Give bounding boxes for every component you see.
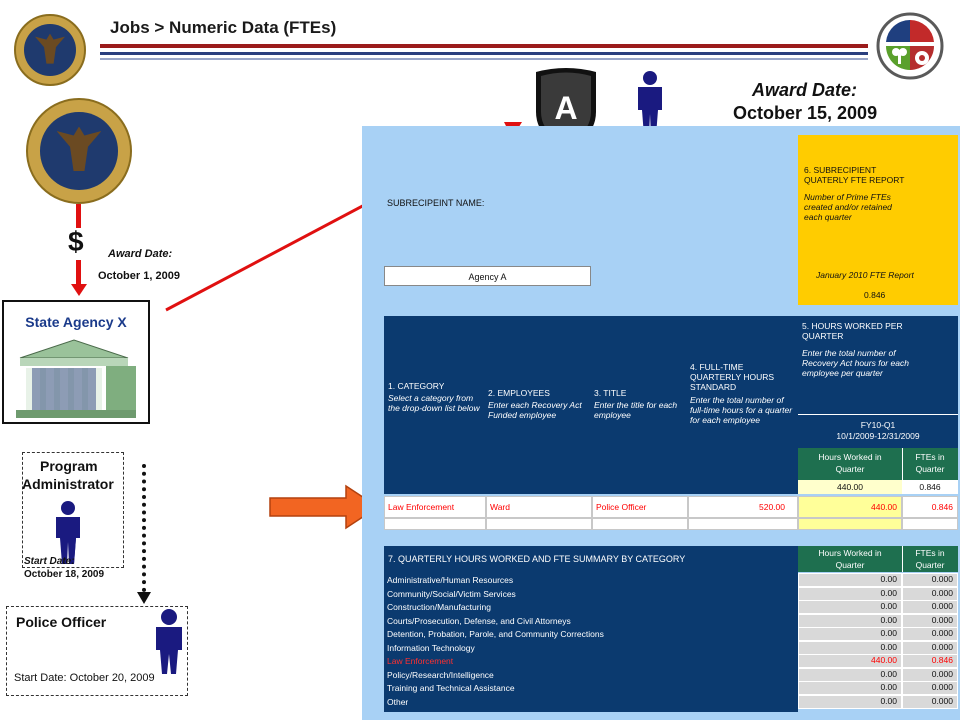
summary-row-category: Information Technology [387,643,475,653]
summary-row-ftes: 0.000 [902,614,958,628]
summary-row-ftes: 0.000 [902,668,958,682]
summary-row-hours: 0.00 [798,573,902,587]
subrecipient-name-label: SUBRECIPEINT NAME: [387,198,484,208]
summary-row-category: Other [387,697,408,707]
summary-row-hours: 0.00 [798,627,902,641]
summary-hours-header-1: Hours Worked in [798,548,902,558]
employee-ftes-cell: 0.846 [902,496,958,518]
summary-row-ftes: 0.000 [902,695,958,709]
title-header-desc: Enter the title for each employee [594,400,682,420]
summary-row-category: Construction/Manufacturing [387,602,491,612]
total-ftes-value: 0.846 [902,482,958,492]
summary-ftes-header-2: Quarter [902,560,958,570]
summary-ftes-header-1: FTEs in [902,548,958,558]
summary-row-hours: 0.00 [798,614,902,628]
summary-row-ftes: 0.000 [902,573,958,587]
summary-row-ftes: 0.000 [902,627,958,641]
summary-title: 7. QUARTERLY HOURS WORKED AND FTE SUMMAR… [388,554,685,564]
summary-row-ftes: 0.000 [902,600,958,614]
employee-title-cell[interactable]: Police Officer [592,496,688,518]
fte-report-title: 6. SUBRECIPIENT QUATERLY FTE REPORT [804,165,908,185]
fte-report-value: 0.846 [864,290,885,300]
ftes-header-2: Quarter [902,464,958,474]
empty-row-fulltime[interactable] [688,518,798,530]
empty-row-employee[interactable] [486,518,592,530]
summary-row-hours: 0.00 [798,681,902,695]
fulltime-header-title: 4. FULL-TIME QUARTERLY HOURS STANDARD [690,362,796,392]
category-header-desc: Select a category from the drop-down lis… [388,393,482,413]
hours-worked-header-2: Quarter [798,464,902,474]
summary-row-ftes: 0.000 [902,641,958,655]
summary-row-category-highlight: Law Enforcement [387,656,453,666]
summary-row-hours: 440.00 [798,654,902,668]
category-header-title: 1. CATEGORY [388,381,444,391]
summary-row-ftes: 0.000 [902,681,958,695]
empty-row-category[interactable] [384,518,486,530]
fte-report-desc: Number of Prime FTEs created and/or reta… [804,192,904,222]
employee-fulltime-cell[interactable]: 520.00 [688,496,798,518]
total-hours-value: 440.00 [798,482,902,492]
empty-row-hours[interactable] [798,518,902,530]
employee-name-cell[interactable]: Ward [486,496,592,518]
summary-row-hours: 0.00 [798,641,902,655]
summary-row-category: Training and Technical Assistance [387,683,515,693]
summary-row-hours: 0.00 [798,587,902,601]
empty-row-title[interactable] [592,518,688,530]
hours-worked-header-1: Hours Worked in [798,452,902,462]
summary-row-hours: 0.00 [798,600,902,614]
employee-category-cell[interactable]: Law Enforcement [384,496,486,518]
employee-hours-cell[interactable]: 440.00 [798,496,902,518]
summary-row-category: Detention, Probation, Parole, and Commun… [387,629,604,639]
summary-row-hours: 0.00 [798,668,902,682]
summary-row-ftes: 0.846 [902,654,958,668]
summary-row-category: Policy/Research/Intelligence [387,670,494,680]
employees-header-desc: Enter each Recovery Act Funded employee [488,400,588,420]
period-line-2: 10/1/2009-12/31/2009 [798,431,958,441]
summary-row-category: Administrative/Human Resources [387,575,513,585]
summary-row-hours: 0.00 [798,695,902,709]
employees-header-title: 2. EMPLOYEES [488,388,550,398]
summary-row-category: Courts/Prosecution, Defense, and Civil A… [387,616,571,626]
fte-report-label: January 2010 FTE Report [816,270,914,280]
summary-row-ftes: 0.000 [902,587,958,601]
subrecipient-name-field[interactable]: Agency A [384,266,591,286]
hours-header-desc: Enter the total number of Recovery Act h… [802,348,910,378]
fulltime-header-desc: Enter the total number of full-time hour… [690,395,794,425]
title-header-title: 3. TITLE [594,388,626,398]
summary-hours-header-2: Quarter [798,560,902,570]
hours-header-title: 5. HOURS WORKED PER QUARTER [802,321,922,341]
period-line-1: FY10-Q1 [798,420,958,430]
ftes-header-1: FTEs in [902,452,958,462]
empty-row-ftes [902,518,958,530]
summary-row-category: Community/Social/Victim Services [387,589,516,599]
